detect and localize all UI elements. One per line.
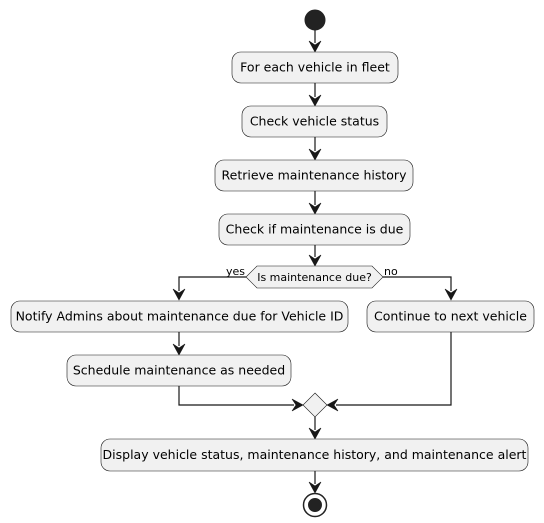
- edge-decision-yes: [178, 276, 246, 291]
- arrowhead-notify-to-schedule: [172, 343, 186, 356]
- action-retrieve-maintenance-history-label: Retrieve maintenance history: [222, 168, 408, 183]
- arrowhead-decision-no: [444, 288, 458, 301]
- action-display-summary-label: Display vehicle status, maintenance hist…: [103, 447, 527, 462]
- arrowhead-for-each-to-check-status: [308, 94, 322, 107]
- end-node-core: [308, 498, 322, 512]
- arrowhead-retrieve-history-to-check-due: [308, 202, 322, 215]
- action-notify-admins-label: Notify Admins about maintenance due for …: [16, 309, 344, 324]
- no-branch-label: no: [384, 265, 398, 278]
- start-node: [304, 9, 326, 31]
- edge-decision-no: [383, 276, 452, 291]
- action-check-maintenance-due-label: Check if maintenance is due: [226, 222, 404, 237]
- action-check-vehicle-status-label: Check vehicle status: [250, 114, 379, 129]
- arrowhead-merge-to-display: [308, 427, 322, 440]
- arrowhead-display-to-end: [308, 481, 322, 494]
- arrowhead-start-to-for-each: [308, 40, 322, 53]
- action-schedule-maintenance-label: Schedule maintenance as needed: [73, 363, 285, 378]
- decision-maintenance-due-label: Is maintenance due?: [257, 271, 372, 284]
- arrowhead-check-status-to-retrieve-history: [308, 148, 322, 161]
- edge-continue-to-merge: [336, 332, 452, 406]
- action-for-each-vehicle-label: For each vehicle in fleet: [240, 60, 390, 75]
- action-continue-next-vehicle-label: Continue to next vehicle: [374, 309, 527, 324]
- arrowhead-continue-to-merge: [326, 398, 339, 412]
- yes-branch-label: yes: [226, 265, 245, 278]
- end-node-ring: [302, 492, 328, 518]
- arrowhead-check-due-to-decision: [308, 254, 322, 267]
- action-retrieve-maintenance-history: [214, 159, 414, 192]
- arrowhead-decision-yes: [172, 288, 186, 301]
- merge-node: [302, 392, 328, 418]
- edge-schedule-to-merge: [178, 386, 294, 406]
- arrowhead-schedule-to-merge: [291, 398, 304, 412]
